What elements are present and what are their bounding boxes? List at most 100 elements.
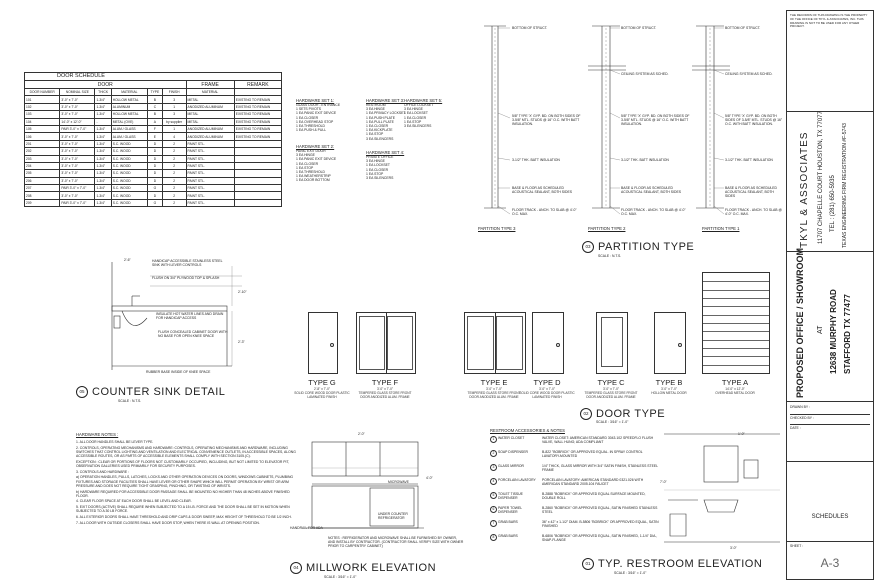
table-cell: S.C. WOOD — [110, 198, 149, 208]
table-cell: EXISTING TO REMAIN — [233, 110, 283, 119]
counter-note-1: HANDICAP ACCESSIBLE STAINLESS STEEL SINK… — [152, 259, 223, 268]
hardware-set-item: 3 EA HINGE — [296, 153, 315, 158]
hardware-set-item: 1 EA PANIC EXIT DEVICE — [296, 111, 337, 116]
table-cell: 1-3/4" — [94, 147, 112, 156]
table-cell: PAIR 3'-0" x 7'-0" — [59, 124, 96, 134]
restroom-item-name: GRAB BARS — [498, 534, 518, 538]
door-type-name: TYPE D — [533, 378, 561, 387]
table-cell: 1-3/4" — [94, 184, 112, 193]
table-cell: PAINT STL. — [185, 161, 235, 171]
hardware-note: b) HARDWARE REQUIRED FOR ACCESSIBLE DOOR… — [76, 489, 290, 498]
restroom-item-code: 7 — [490, 520, 497, 527]
hardware-set-item: 1 EA STOP — [296, 165, 314, 170]
counter-sink-drawing — [111, 262, 242, 370]
millwork-note: NOTES : REFRIGERATOR AND MICROWAVE SHALL… — [328, 536, 464, 549]
table-cell: 3'-0" x 7'-0" — [59, 191, 96, 200]
counter-number: 05 — [76, 386, 88, 398]
table-cell: ALUMINUM — [110, 102, 149, 112]
counter-dim-2: 2'-10" — [238, 290, 247, 294]
table-cell: S.C. WOOD — [110, 169, 149, 178]
table-cell: 106 — [23, 132, 61, 141]
restroom-item-name: GRAB BARS — [498, 520, 518, 524]
millwork-label-microwave: MICROWAVE — [388, 480, 409, 484]
table-cell: 208 — [23, 191, 61, 200]
table-cell: 207 — [23, 184, 61, 193]
table-cell — [233, 154, 283, 163]
door-type-name: TYPE G — [308, 378, 336, 387]
door-elevation — [532, 312, 564, 374]
table-cell: 2 — [161, 176, 187, 186]
hardware-set-item: 1 EA PULL PLATE — [366, 119, 394, 124]
table-cell: 1-3/4" — [94, 176, 112, 186]
table-cell: D — [147, 176, 163, 186]
table-cell: S.C. WOOD — [110, 184, 149, 193]
partition-title: PARTITION TYPE — [598, 241, 695, 253]
table-cell: 101 — [23, 95, 61, 104]
table-cell: A — [147, 117, 163, 126]
table-cell: 3'-0" x 7'-0" — [59, 154, 96, 163]
date-label: DATE : — [790, 424, 870, 430]
table-cell: 1-3/4" — [94, 95, 112, 104]
door-type-description: TEMPERED GLASS STORE FRONT DOOR ANODIZED… — [467, 391, 521, 399]
hardware-set-item: 1 EA PUSH PLATE — [366, 115, 395, 120]
partition-drawing — [484, 25, 730, 215]
restroom-item-description: PORCELAIN LAVATORY: AMERICAN STANDARD 03… — [542, 478, 644, 487]
partition-note-gyp-3: 5/8" TYPE 'X' GYP. BD. ON BOTH SIDES OF … — [512, 114, 581, 127]
restroom-item-description: WATER CLOSET: AMERICAN STANDARD 3043.102… — [542, 436, 654, 445]
hardware-set-subtitle: GLASS DOOR - ENTRANCE — [296, 103, 341, 107]
table-cell: 3'-0" x 7'-0" — [59, 95, 96, 104]
counter-dim-1: 2'-6" — [124, 258, 131, 262]
table-cell: PAINT STL. — [185, 198, 235, 208]
hardware-set-item: 1 EA THRESHOLD — [296, 124, 325, 129]
table-cell: EXISTING TO REMAIN — [233, 124, 283, 134]
hardware-note: 3. CONTROLS AND HARDWARE : — [76, 469, 130, 474]
hardware-note: a) OPERATION HANDLES, PULLS, LATCHES, LO… — [76, 475, 294, 488]
table-cell: F — [147, 124, 163, 134]
table-cell: 103 — [23, 110, 61, 119]
door-type-size: 3'-0" x 7'-0" — [660, 387, 678, 391]
table-cell: EXISTING TO REMAIN — [233, 95, 283, 104]
table-cell: PAINT STL. — [185, 184, 235, 193]
table-cell: ALUM./ GLASS — [110, 132, 149, 141]
door-elevation — [308, 312, 338, 374]
millwork-label-handrail: HANDRAIL FOR ADA — [290, 526, 323, 530]
table-cell: S.C. WOOD — [110, 154, 149, 163]
door-type-description: HOLLOW METAL DOOR — [651, 391, 687, 395]
table-cell: 3'-0" x 7'-0" — [59, 176, 96, 186]
door-type-name: TYPE A — [721, 378, 749, 387]
restroom-item-name: TOILET TISSUE DISPENSER — [498, 492, 523, 501]
table-cell: PAIR 3'-0" x 7'-0" — [59, 184, 96, 193]
partition-note-track-1: FLOOR TRACK - ANCH. TO SLAB @ 4'-0" O.C.… — [725, 208, 782, 217]
table-cell: 1-3/4" — [94, 154, 112, 163]
millwork-label-refrigerator: UNDER COUNTER REFRIGERATOR — [378, 512, 408, 521]
table-cell: EXISTING TO REMAIN — [233, 117, 283, 126]
table-cell: B — [147, 95, 163, 104]
column-header: TYPE — [147, 87, 163, 97]
table-cell: E — [147, 132, 163, 141]
project-address-2: STAFFORD TX 77477 — [843, 294, 852, 374]
column-header: NOMINAL SIZE — [59, 87, 96, 97]
partition-note-top-3: BOTTOM OF STRUCT. — [512, 26, 548, 30]
restroom-item-code: 4 — [490, 478, 497, 485]
table-cell: 1-3/4" — [94, 124, 112, 134]
table-cell: METAL — [185, 95, 235, 104]
table-cell: G — [147, 184, 163, 193]
partition-note-track-3: FLOOR TRACK - ANCH. TO SLAB @ 4'-0" O.C.… — [512, 208, 577, 217]
table-cell: 3'-0" x 7'-0" — [59, 169, 96, 178]
table-cell: ANODIZED ALUMINUM — [185, 102, 235, 112]
table-cell: ANODIZED ALUMINUM — [185, 132, 235, 141]
restroom-drawing — [664, 433, 780, 543]
firm-registration: TEXAS ENGINEERING FIRM REGISTRATION #F-5… — [842, 123, 848, 248]
